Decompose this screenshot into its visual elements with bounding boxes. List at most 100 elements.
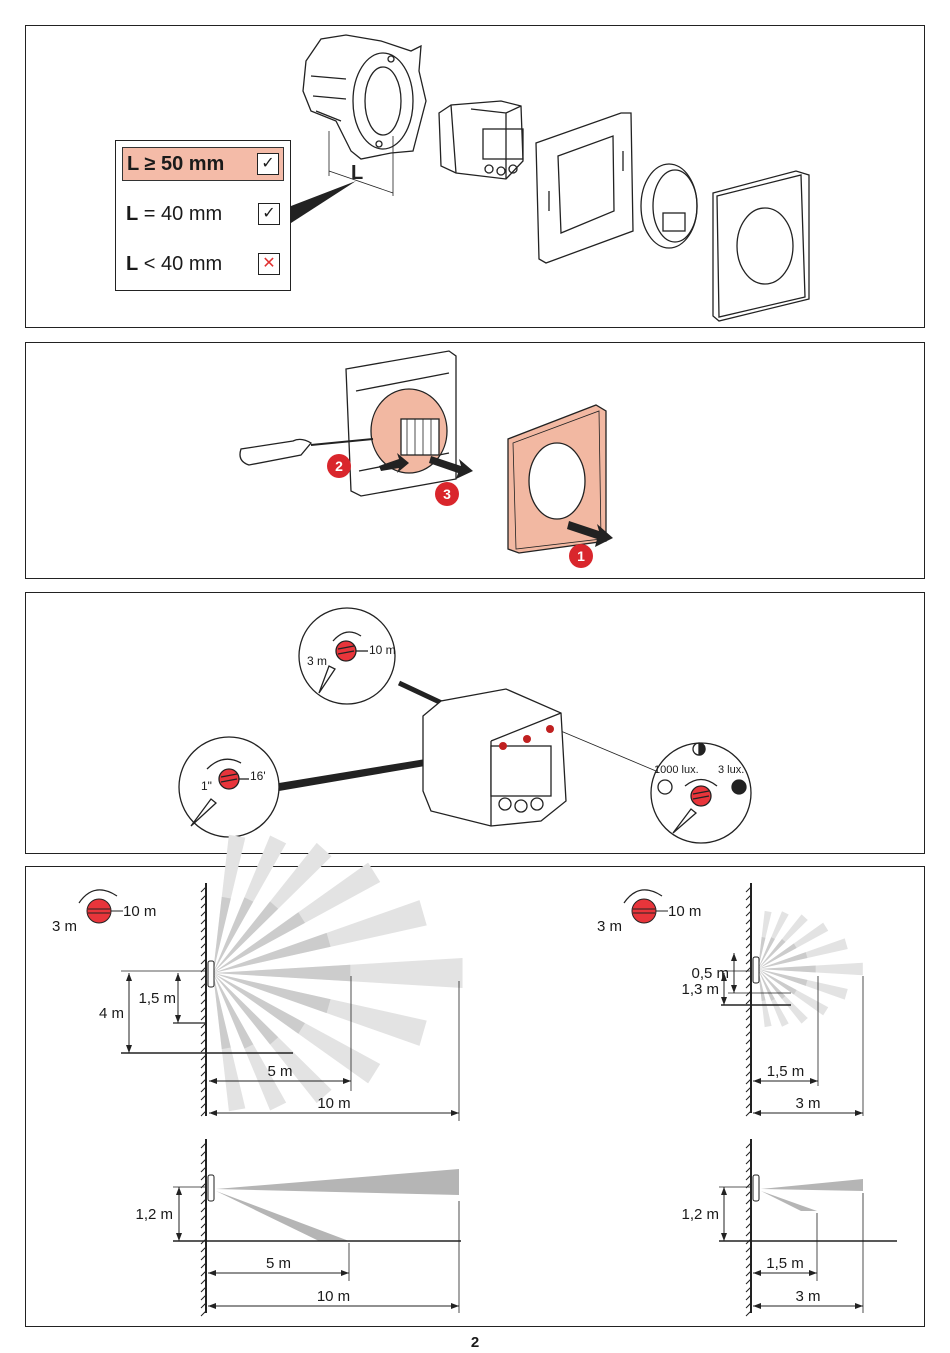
panel-adjustments: 3 m 10 m 1" 16' 1000 lux. 3 lux.: [25, 592, 925, 854]
check-icon: ✓: [257, 153, 279, 175]
detection-beam-near: [758, 965, 816, 973]
range-min-label: 3 m: [307, 654, 327, 668]
detection-zones-diagram: 10 m3 m1,5 m4 m5 m10 m10 m3 m0,5 m1,3 m1…: [52, 834, 897, 1317]
svg-text:1: 1: [577, 548, 585, 564]
arrowhead-icon: [176, 1187, 182, 1195]
depth-value: < 40 mm: [138, 252, 223, 275]
depth-value: = 40 mm: [138, 202, 223, 225]
arrowhead-icon: [753, 1270, 761, 1276]
arrowhead-icon: [208, 1303, 216, 1309]
arrowhead-icon: [341, 1270, 349, 1276]
detection-beam-near: [213, 964, 351, 982]
arrowhead-icon: [753, 1078, 761, 1084]
depth-option-40mm: L = 40 mm ✓: [122, 197, 284, 231]
step-badge-3: 3: [435, 482, 459, 506]
arrowhead-icon: [208, 1270, 216, 1276]
sensor-icon: [752, 956, 760, 984]
wall-hatching: [745, 886, 752, 1117]
sensor-icon: [207, 1174, 215, 1202]
callout-pointer: [291, 181, 356, 223]
depth-letter: L: [126, 202, 139, 225]
rotate-arrow-icon: [332, 631, 362, 642]
wall-hatching: [200, 886, 207, 1117]
check-icon: ✓: [258, 203, 280, 225]
detection-beam-near: [758, 969, 808, 986]
arrowhead-icon: [855, 1303, 863, 1309]
arrowhead-icon: [451, 1110, 459, 1116]
arrowhead-icon: [810, 1078, 818, 1084]
arrowhead-icon: [175, 973, 181, 981]
detection-beam: [216, 1169, 459, 1195]
mechanism-module-illustration: [438, 100, 524, 180]
detection-beam-near: [213, 912, 305, 973]
tl-range-dial: [86, 898, 112, 924]
exploded-assembly-illustration: L: [291, 34, 810, 322]
arrowhead-icon: [753, 1110, 761, 1116]
depth-value: ≥ 50 mm: [138, 152, 225, 175]
arrowhead-icon: [209, 1078, 217, 1084]
support-frame-illustration: [535, 112, 634, 264]
range-dial-callout: [298, 607, 396, 705]
sensor-cover-illustration: [640, 163, 698, 249]
adjustments-illustration: 3 m 10 m 1" 16' 1000 lux. 3 lux.: [178, 607, 752, 844]
svg-text:3: 3: [443, 486, 451, 502]
tl-dist-near-label: 5 m: [267, 1063, 292, 1080]
arrowhead-icon: [753, 1303, 761, 1309]
panel-box-depth: L: [25, 25, 925, 328]
detection-fan: [758, 910, 863, 1028]
time-min-label: 1": [201, 779, 212, 793]
detection-beam: [216, 1191, 349, 1241]
tl-height-total-label: 4 m: [99, 1005, 124, 1022]
time-dial-callout: [178, 736, 280, 838]
arrowhead-icon: [175, 1015, 181, 1023]
lux-dial-callout: [650, 742, 752, 844]
detection-beam-near: [213, 932, 331, 973]
tr-range-min-label: 3 m: [597, 918, 622, 935]
detection-beam-near: [213, 973, 305, 1034]
tr-dist-far-label: 3 m: [795, 1095, 820, 1112]
tl-range-max-label: 10 m: [123, 903, 156, 920]
lux-min-label: 1000 lux.: [654, 764, 699, 776]
depth-requirements-box: L ≥ 50 mm ✓ L = 40 mm ✓ L < 40 mm ✕: [115, 140, 291, 291]
detection-beam-near: [758, 937, 775, 969]
depth-option-under-40mm: L < 40 mm ✕: [122, 247, 284, 281]
detection-beam-near: [758, 938, 786, 969]
arrowhead-icon: [126, 973, 132, 981]
detection-beam: [761, 1179, 863, 1191]
tr-range-dial: [631, 898, 657, 924]
dial-slot: [88, 908, 110, 914]
flush-box-illustration: [302, 34, 427, 160]
tr-range-max-label: 10 m: [668, 903, 701, 920]
depth-option-50mm: L ≥ 50 mm ✓: [122, 147, 284, 181]
arrowhead-icon: [176, 1233, 182, 1241]
dimension-letter: L: [351, 162, 363, 184]
detection-fan: [213, 834, 463, 1112]
arrow-icon: [429, 456, 473, 479]
detection-beam-near: [213, 973, 331, 1014]
rotate-arrow-icon: [623, 889, 663, 904]
panel-removal-steps: 1 2 3: [25, 342, 925, 579]
dial-slot: [633, 908, 655, 914]
detection-beam-near: [213, 973, 231, 1050]
step-badge-2: 2: [327, 454, 351, 478]
screwdriver-icon: [239, 438, 374, 466]
cross-icon: ✕: [258, 253, 280, 275]
finishing-plate-illustration: [712, 170, 810, 322]
detection-beam-near: [758, 969, 786, 1000]
tr-dist-near-label: 1,5 m: [767, 1063, 805, 1080]
detection-beam-near: [213, 897, 254, 973]
br-height-label: 1,2 m: [681, 1206, 719, 1223]
arrowhead-icon: [721, 973, 727, 981]
bl-height-label: 1,2 m: [135, 1206, 173, 1223]
arrowhead-icon: [731, 953, 737, 961]
svg-text:2: 2: [335, 458, 343, 474]
detection-beam-near: [758, 969, 797, 995]
sensor-icon: [207, 960, 215, 988]
detection-beam-near: [758, 943, 797, 969]
arrowhead-icon: [126, 1045, 132, 1053]
time-max-label: 16': [250, 769, 266, 783]
arrowhead-icon: [809, 1270, 817, 1276]
arrowhead-icon: [721, 1187, 727, 1195]
arrowhead-icon: [721, 1233, 727, 1241]
